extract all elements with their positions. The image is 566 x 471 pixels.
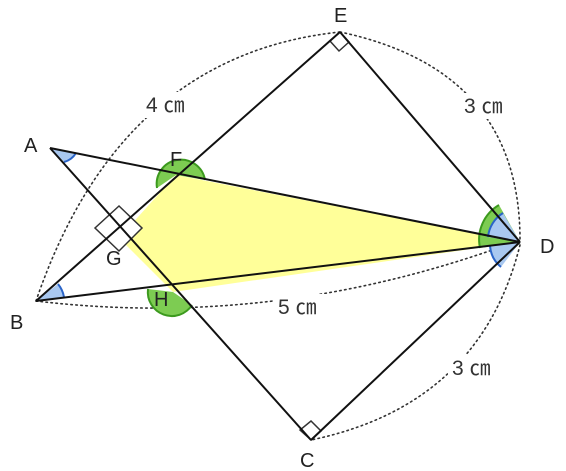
segment-dc <box>310 241 521 441</box>
angle-d-lower-arc <box>489 245 502 268</box>
length-label-bd: 5 ㎝ <box>278 296 317 319</box>
point-label-g: G <box>106 248 122 270</box>
point-label-f: F <box>170 149 182 171</box>
segment-ac <box>49 147 312 441</box>
angle-d-inner-marker <box>488 213 520 242</box>
length-label-be: 4 ㎝ <box>146 94 185 117</box>
point-label-h: H <box>154 289 168 311</box>
point-label-b: B <box>10 312 23 334</box>
point-label-e: E <box>334 5 347 27</box>
length-label-ed: 3 ㎝ <box>464 95 503 118</box>
right-angle-e <box>328 30 351 53</box>
angle-f-arc <box>155 158 206 189</box>
point-label-c: C <box>300 450 314 471</box>
segment-ed <box>339 31 521 243</box>
segment-bd <box>35 241 521 302</box>
angle-b-marker <box>36 284 64 301</box>
segment-ad <box>49 147 521 243</box>
length-arc-dc <box>310 244 521 441</box>
angle-h-marker <box>147 289 192 317</box>
point-label-a: A <box>24 135 38 157</box>
angle-d-outer-arc <box>478 204 500 249</box>
point-label-d: D <box>540 236 554 258</box>
angle-h-arc <box>146 288 193 318</box>
segment-be <box>35 31 341 302</box>
shaded-triangle-fhd <box>119 175 520 292</box>
length-label-dc: 3 ㎝ <box>452 357 491 380</box>
